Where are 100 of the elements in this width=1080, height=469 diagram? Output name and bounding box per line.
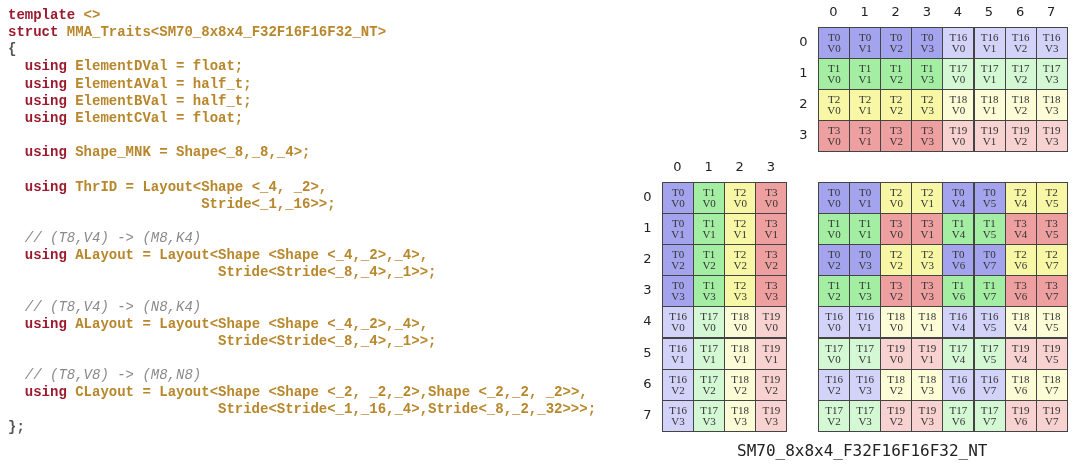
thread-value-cell: T0 V2: [818, 244, 851, 277]
thread-value-cell: T16 V5: [973, 306, 1006, 339]
row-index: 4: [642, 314, 653, 329]
thread-value-cell: T0 V1: [849, 182, 882, 215]
thread-value-cell: T17 V1: [849, 337, 882, 370]
thread-value-cell: T0 V4: [942, 182, 975, 215]
thread-value-cell: T2 V3: [911, 244, 944, 277]
thread-value-cell: T2 V5: [1035, 182, 1068, 215]
thread-value-cell: T17 V1: [693, 337, 726, 370]
column-index: 1: [703, 160, 714, 174]
thread-value-cell: T16 V6: [942, 368, 975, 401]
row-index: 0: [642, 190, 653, 204]
thread-value-cell: T19 V2: [755, 368, 788, 401]
thread-value-cell: T18 V5: [1035, 306, 1068, 339]
row-index: 2: [798, 97, 809, 112]
thread-value-cell: T18 V3: [1035, 89, 1068, 122]
thread-value-cell: T2 V3: [911, 89, 944, 122]
code-line: Stride<Stride<_1,_16,_4>,Stride<_8,_2,_32>>>;: [218, 401, 597, 418]
row-index: 3: [642, 283, 653, 298]
thread-value-cell: T1 V2: [880, 58, 913, 91]
thread-value-cell: T0 V0: [818, 27, 851, 60]
thread-value-cell: T16 V1: [973, 27, 1006, 60]
thread-value-cell: T17 V3: [1035, 58, 1068, 91]
code-line: Stride<Stride<_8,_4>,_1>>;: [218, 332, 437, 349]
thread-value-cell: T1 V2: [693, 244, 726, 277]
thread-value-cell: T18 V4: [1004, 306, 1037, 339]
thread-value-cell: T19 V1: [755, 337, 788, 370]
thread-value-cell: T1 V0: [693, 182, 726, 215]
thread-value-cell: T19 V0: [755, 306, 788, 339]
code-line: using ThrID = Layout<Shape <_4, _2>,: [24, 178, 328, 195]
thread-value-cell: T3 V4: [1004, 213, 1037, 246]
thread-value-cell: T16 V0: [818, 306, 851, 339]
thread-value-cell: T1 V0: [818, 58, 851, 91]
thread-value-cell: T16 V0: [662, 306, 695, 339]
thread-value-cell: T0 V1: [849, 27, 882, 60]
thread-value-cell: T1 V5: [973, 213, 1006, 246]
thread-value-cell: T3 V1: [911, 213, 944, 246]
thread-value-cell: T17 V0: [693, 306, 726, 339]
row-index: 5: [642, 345, 653, 360]
column-index: 3: [765, 160, 776, 174]
thread-value-cell: T3 V0: [755, 182, 788, 215]
thread-value-cell: T0 V2: [880, 27, 913, 60]
row-index: 1: [798, 66, 809, 81]
thread-value-cell: T2 V3: [724, 275, 757, 308]
thread-value-cell: T17 V2: [1004, 58, 1037, 91]
thread-value-cell: T17 V1: [973, 58, 1006, 91]
thread-value-cell: T0 V2: [662, 244, 695, 277]
thread-value-cell: T1 V3: [693, 275, 726, 308]
thread-value-cell: T3 V3: [911, 275, 944, 308]
column-index: 6: [1014, 5, 1026, 19]
thread-value-cell: T18 V1: [724, 337, 757, 370]
thread-value-cell: T17 V0: [942, 58, 975, 91]
thread-value-cell: T18 V0: [942, 89, 975, 122]
thread-value-cell: T17 V6: [942, 399, 975, 432]
thread-value-cell: T1 V7: [973, 275, 1006, 308]
code-comment: // (T8,V8) -> (M8,N8): [24, 367, 202, 384]
thread-value-cell: T19 V2: [1004, 120, 1037, 153]
thread-value-cell: T2 V1: [911, 182, 944, 215]
code-line: using ElementBVal = half_t;: [24, 92, 252, 109]
thread-value-cell: T1 V3: [911, 58, 944, 91]
code-line: using Shape_MNK = Shape<_8,_8,_4>;: [24, 144, 311, 161]
thread-value-cell: T3 V7: [1035, 275, 1068, 308]
thread-value-cell: T19 V1: [911, 337, 944, 370]
thread-value-cell: T1 V1: [849, 213, 882, 246]
row-index: 2: [642, 252, 653, 267]
thread-value-cell: T2 V1: [724, 213, 757, 246]
thread-value-cell: T3 V3: [755, 275, 788, 308]
thread-value-cell: T17 V0: [818, 337, 851, 370]
thread-value-cell: T17 V2: [693, 368, 726, 401]
thread-value-cell: T16 V1: [849, 306, 882, 339]
thread-value-cell: T18 V0: [880, 306, 913, 339]
code-line: Stride<Stride<_8,_4>,_1>>;: [218, 264, 437, 281]
thread-value-cell: T3 V3: [911, 120, 944, 153]
thread-value-cell: T2 V2: [724, 244, 757, 277]
thread-value-cell: T0 V0: [662, 182, 695, 215]
thread-value-cell: T18 V2: [880, 368, 913, 401]
thread-value-cell: T1 V1: [849, 58, 882, 91]
thread-value-cell: T1 V2: [818, 275, 851, 308]
thread-value-cell: T19 V0: [942, 120, 975, 153]
thread-value-cell: T16 V3: [662, 399, 695, 432]
thread-value-cell: T18 V0: [724, 306, 757, 339]
thread-value-cell: T3 V5: [1035, 213, 1068, 246]
column-index: 0: [672, 160, 683, 174]
thread-value-cell: T0 V7: [973, 244, 1006, 277]
code-line: using ElementCVal = float;: [24, 109, 244, 126]
row-index: 0: [798, 35, 809, 49]
column-index: 5: [983, 5, 995, 19]
thread-value-cell: T18 V3: [911, 368, 944, 401]
thread-value-cell: T18 V2: [1004, 89, 1037, 122]
code-line: {: [8, 41, 17, 58]
thread-value-cell: T16 V1: [662, 337, 695, 370]
thread-value-cell: T0 V3: [662, 275, 695, 308]
column-index: 2: [734, 160, 745, 174]
thread-value-cell: T0 V3: [911, 27, 944, 60]
thread-value-cell: T17 V3: [849, 399, 882, 432]
code-line: using ElementDVal = float;: [24, 58, 244, 75]
thread-value-cell: T17 V3: [693, 399, 726, 432]
column-index: 3: [921, 5, 932, 19]
thread-value-cell: T3 V0: [818, 120, 851, 153]
code-line: template <>: [8, 7, 101, 23]
